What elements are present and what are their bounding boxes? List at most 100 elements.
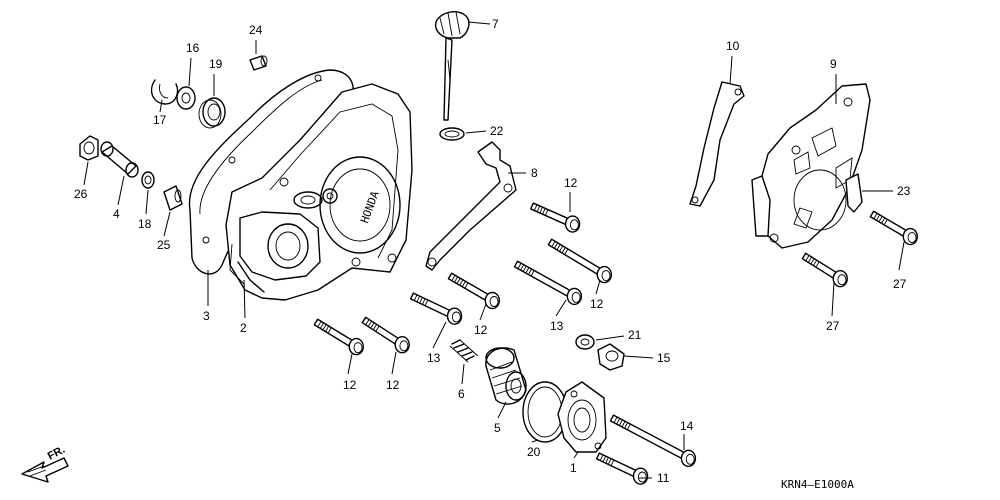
callout-number: 22 (490, 124, 504, 138)
leader-line (898, 241, 905, 271)
callout-c26: 26 (74, 161, 89, 201)
leader-line (623, 355, 654, 359)
callout-number: 20 (527, 445, 541, 459)
callout-number: 2 (240, 321, 247, 335)
drain-plug-part-15 (597, 343, 625, 371)
callout-c20: 20 (527, 439, 541, 459)
callout-c15: 15 (623, 351, 671, 365)
callout-c12b: 12 (590, 279, 604, 311)
callout-number: 19 (209, 57, 223, 71)
callout-c14: 14 (680, 419, 694, 450)
callout-number: 21 (628, 328, 642, 342)
callout-c12a: 12 (564, 176, 578, 212)
callout-number: 11 (657, 471, 670, 485)
leader-line (831, 281, 835, 317)
callout-number: 9 (830, 57, 837, 71)
clip-part-23 (845, 173, 863, 213)
callout-number: 3 (203, 309, 210, 323)
bolt-27-right (869, 210, 919, 246)
callout-c16: 16 (186, 41, 200, 87)
bolt-12-center (447, 272, 501, 310)
callout-c24: 24 (249, 23, 263, 54)
callout-number: 17 (153, 113, 167, 127)
callout-c13a: 13 (550, 299, 567, 333)
callout-c27b: 27 (826, 281, 840, 333)
bolt-12-upper (530, 202, 581, 233)
leader-line (461, 363, 465, 385)
callout-number: 4 (113, 207, 120, 221)
dowel-pin-part-24 (249, 55, 267, 71)
callout-number: 26 (74, 187, 88, 201)
filter-cover-part-1 (557, 381, 607, 453)
o-ring-part-18 (141, 171, 155, 189)
sprocket-cover-part-9 (751, 83, 871, 249)
callout-number: 13 (427, 351, 441, 365)
bolt-12-mid (547, 238, 612, 284)
o-ring-part-22 (439, 127, 465, 141)
small-parts-left (79, 135, 183, 211)
callout-number: 16 (186, 41, 200, 55)
spring-part-6 (449, 339, 479, 363)
leader-line (347, 353, 353, 375)
callout-c6: 6 (458, 363, 465, 401)
callout-number: 8 (531, 166, 538, 180)
leader-line (145, 189, 149, 215)
callout-c7: 7 (467, 17, 499, 31)
callout-number: 7 (492, 17, 499, 31)
leader-line (391, 351, 397, 375)
callout-number: 12 (590, 297, 604, 311)
leader-line (729, 55, 733, 85)
callout-number: 10 (726, 39, 740, 53)
leader-line (573, 451, 579, 459)
leader-line (163, 211, 171, 237)
shaft-part-4 (101, 145, 137, 175)
oil-seal-part-19 (202, 97, 226, 127)
callout-number: 12 (343, 378, 357, 392)
leader-line (497, 401, 507, 419)
leader-line (432, 321, 447, 349)
leader-line (83, 161, 89, 186)
bolt-14 (609, 414, 697, 468)
circlip-part-17 (150, 79, 179, 105)
callout-number: 25 (157, 238, 171, 252)
crankcase-cover-part-2: HONDA (225, 83, 413, 301)
leader-line (595, 279, 601, 295)
callout-c13b: 13 (427, 321, 447, 365)
bolt-set (313, 202, 919, 485)
callout-c3: 3 (203, 270, 210, 323)
callout-c12c: 12 (474, 303, 488, 337)
callout-c8: 8 (508, 166, 538, 180)
bolt-12-low-left (313, 318, 364, 356)
callout-c21: 21 (595, 328, 642, 342)
bracket-part-8 (425, 141, 517, 271)
oil-filter-part-5 (485, 347, 527, 405)
callout-number: 18 (138, 217, 152, 231)
leader-line (479, 303, 487, 321)
callout-number: 27 (893, 277, 907, 291)
leader-line (117, 175, 125, 206)
leader-line (467, 21, 491, 25)
callout-number: 24 (249, 23, 263, 37)
callout-number: 15 (657, 351, 671, 365)
callout-number: 13 (550, 319, 564, 333)
callout-c12d: 12 (343, 353, 357, 392)
callout-number: 23 (897, 184, 911, 198)
callout-c11: 11 (638, 471, 670, 485)
leader-line (555, 299, 567, 317)
cap-part-26 (79, 135, 99, 161)
callout-number: 1 (570, 461, 577, 475)
washer-part-21 (575, 334, 595, 350)
leader-line (243, 279, 246, 319)
callout-c2: 2 (240, 279, 247, 335)
callout-c4: 4 (113, 175, 125, 221)
leader-line (531, 439, 539, 443)
callout-c10: 10 (726, 39, 740, 85)
leader-line (188, 57, 192, 87)
callout-number: 6 (458, 387, 465, 401)
bolt-27-low (801, 252, 848, 288)
drawing-code: KRN4—E1000A (781, 478, 854, 491)
small-parts-upper-left (150, 55, 268, 129)
